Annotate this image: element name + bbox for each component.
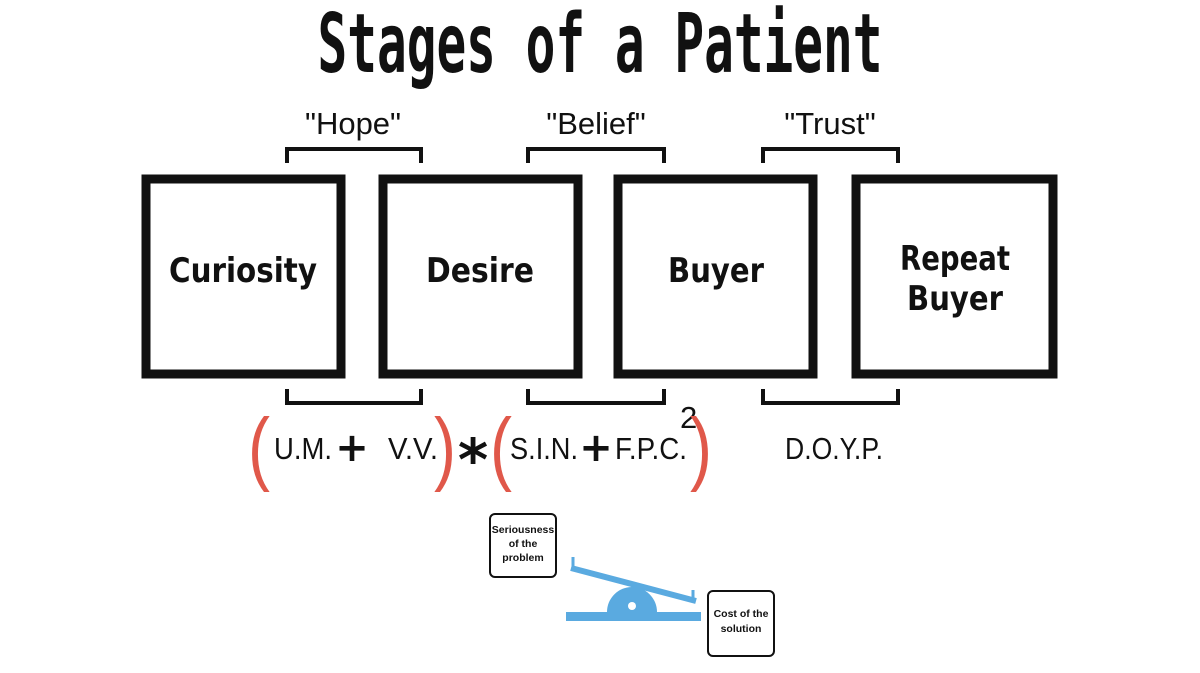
seriousness-label-line-3: problem (502, 552, 543, 564)
seesaw-icon (566, 557, 701, 621)
top-bracket-belief (526, 147, 666, 163)
top-bracket-hope (285, 147, 423, 163)
emotion-label-trust: "Trust" (784, 106, 875, 141)
formula-multiply: * (458, 426, 488, 494)
emotion-label-belief: "Belief" (546, 106, 646, 141)
formula-plus-2: + (579, 425, 613, 471)
stage-box-desire (378, 174, 583, 379)
stage-label-buyer-2: Buyer (907, 279, 1003, 319)
seriousness-label-line-2: of the (509, 538, 538, 550)
stage-label-repeat: Repeat (900, 239, 1010, 279)
seriousness-box (489, 513, 557, 578)
formula-term-vv: V.V. (388, 431, 438, 466)
cost-label-line-2: solution (721, 623, 762, 635)
stage-label-desire: Desire (426, 251, 534, 291)
emotion-label-hope: "Hope" (305, 106, 401, 141)
stage-box-repeat-buyer (851, 174, 1058, 379)
formula-open-paren-2: ( (490, 402, 512, 493)
seriousness-label-line-1: Seriousness (492, 524, 555, 536)
formula-term-doyp: D.O.Y.P. (785, 431, 883, 466)
bottom-bracket-belief (526, 389, 666, 405)
diagram-title: Stages of a Patient (318, 0, 883, 92)
formula-term-sin: S.I.N. (510, 431, 578, 466)
stage-label-buyer: Buyer (668, 251, 764, 291)
bottom-bracket-hope (285, 389, 423, 405)
formula-term-fpc: F.P.C. (615, 431, 687, 466)
formula-open-paren-1: ( (248, 402, 270, 493)
cost-label-line-1: Cost of the (714, 608, 769, 620)
stage-box-buyer (613, 174, 818, 379)
formula-plus-1: + (335, 425, 369, 471)
top-bracket-trust (761, 147, 900, 163)
formula-term-um: U.M. (274, 431, 332, 466)
cost-box (707, 590, 775, 657)
formula-close-paren-2: ) (690, 402, 712, 493)
bottom-bracket-trust (761, 389, 900, 405)
stage-box-curiosity (141, 174, 346, 379)
formula-close-paren-1: ) (434, 402, 456, 493)
formula-exponent: 2 (680, 400, 697, 435)
stage-label-curiosity: Curiosity (169, 251, 317, 291)
